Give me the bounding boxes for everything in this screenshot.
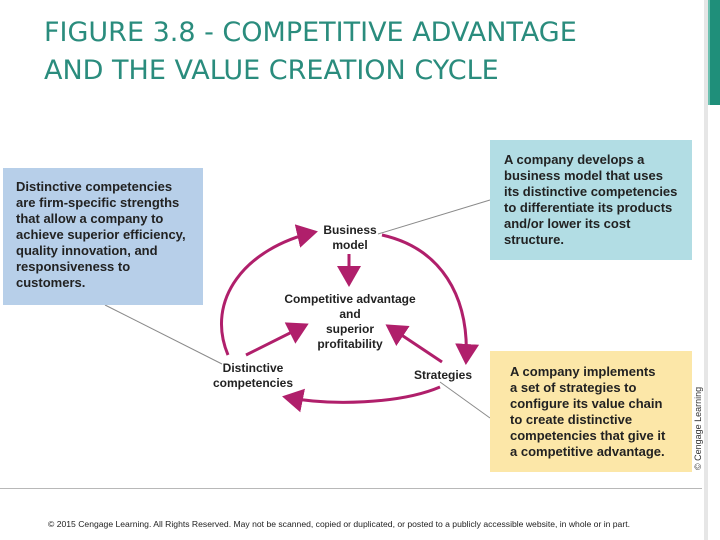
box-text-line: structure. — [504, 232, 564, 247]
arrow-business-to-strategies — [381, 233, 480, 365]
accent-bar-highlight — [708, 0, 710, 105]
right-edge-strip — [704, 0, 708, 540]
node-label-line: Distinctive — [222, 361, 284, 375]
box-text-line: and/or lower its cost — [504, 216, 631, 231]
box-text-line: Distinctive competencies — [16, 179, 173, 194]
node-label-line: profitability — [317, 337, 383, 351]
connector-line-strategies — [439, 381, 491, 419]
box-text-line: achieve superior efficiency, — [16, 227, 186, 242]
node-label-line: and — [339, 307, 361, 321]
box-text-line: a set of strategies to — [510, 380, 637, 395]
footer-copyright: © 2015 Cengage Learning. All Rights Rese… — [48, 519, 630, 529]
strategies-box: A company implements a set of strategies… — [490, 351, 692, 472]
title-line-2: AND THE VALUE CREATION CYCLE — [44, 55, 499, 86]
business-model-box: A company develops a business model that… — [490, 140, 692, 260]
arrow-distinctive-to-business — [219, 224, 318, 356]
footer-divider — [0, 488, 702, 489]
connector-line-distinctive — [104, 304, 223, 365]
node-distinctive-competencies: Distinctive competencies — [208, 361, 298, 391]
box-text-line: A company implements — [510, 364, 656, 379]
box-text-line: to create distinctive — [510, 412, 633, 427]
box-text-line: responsiveness to — [16, 259, 131, 274]
box-text-line: quality innovation, and — [16, 243, 158, 258]
node-strategies: Strategies — [413, 368, 473, 382]
node-label-line: competencies — [212, 376, 294, 390]
slide-title: FIGURE 3.8 - COMPETITIVE ADVANTAGE AND T… — [44, 14, 644, 90]
box-text-line: customers. — [16, 275, 86, 290]
distinctive-competencies-box: Distinctive competencies are firm-specif… — [3, 168, 203, 305]
arrow-strategies-to-center — [385, 324, 443, 364]
node-label-line: model — [332, 238, 368, 252]
title-line-1: FIGURE 3.8 - COMPETITIVE ADVANTAGE — [44, 17, 577, 48]
box-text-line: are firm-specific strengths — [16, 195, 180, 210]
node-label-line: Business — [323, 223, 377, 237]
node-label-line: superior — [325, 322, 374, 336]
box-text-line: its distinctive competencies — [504, 184, 678, 199]
node-label-line: Competitive advantage — [284, 292, 416, 306]
box-text-line: to differentiate its products — [504, 200, 673, 215]
node-competitive-advantage: Competitive advantage and superior profi… — [280, 292, 420, 352]
accent-bar — [708, 0, 720, 105]
box-text-line: that allow a company to — [16, 211, 164, 226]
copyright-credit: © Cengage Learning — [693, 386, 703, 470]
arrow-distinctive-to-center — [245, 322, 309, 357]
box-text-line: configure its value chain — [510, 396, 663, 411]
connector-line-business — [377, 199, 491, 235]
box-text-line: A company develops a — [504, 152, 645, 167]
box-text-line: business model that uses — [504, 168, 663, 183]
arrow-strategies-to-distinctive — [282, 385, 441, 413]
box-text-line: a competitive advantage. — [510, 444, 665, 459]
box-text-line: competencies that give it — [510, 428, 666, 443]
node-business-model: Business model — [318, 223, 382, 253]
